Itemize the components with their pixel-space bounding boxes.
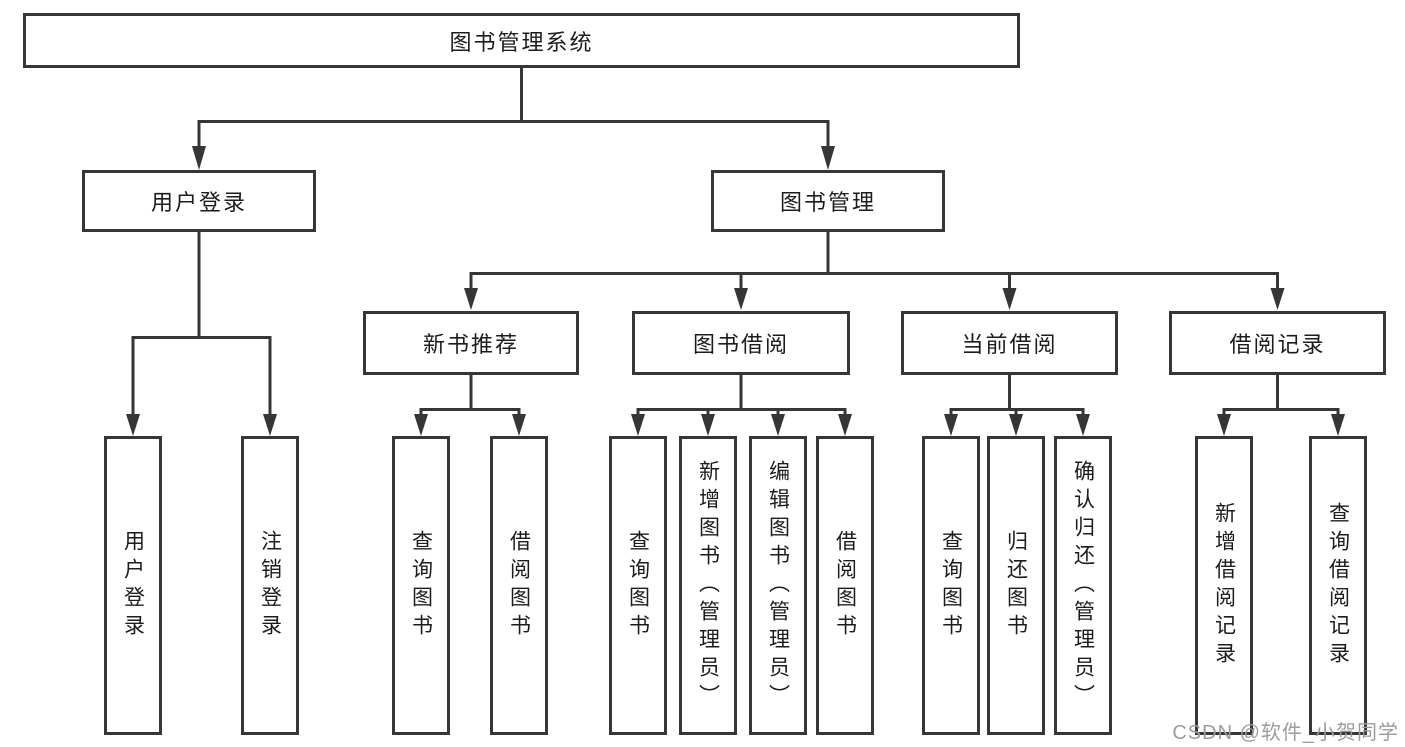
leaf-query-books-recommend: 查询图书 bbox=[392, 436, 450, 735]
node-label: 借阅图书 bbox=[833, 529, 857, 642]
leaf-return-book: 归还图书 bbox=[987, 436, 1045, 735]
node-book-borrowing: 图书借阅 bbox=[632, 311, 850, 375]
node-new-book-recommend: 新书推荐 bbox=[363, 311, 579, 375]
leaf-user-login: 用户登录 bbox=[104, 436, 162, 735]
leaf-edit-book-admin: 编辑图书（管理员） bbox=[749, 436, 807, 735]
node-label: 查询图书 bbox=[939, 529, 963, 642]
node-label: 借阅记录 bbox=[1229, 332, 1326, 357]
leaf-confirm-return-admin: 确认归还（管理员） bbox=[1054, 436, 1112, 735]
leaf-add-book-admin: 新增图书（管理员） bbox=[679, 436, 737, 735]
node-label: 当前借阅 bbox=[961, 332, 1058, 357]
node-label: 用户登录 bbox=[150, 190, 247, 215]
node-label: 查询图书 bbox=[626, 529, 650, 642]
node-label: 查询图书 bbox=[409, 529, 433, 642]
node-label: 图书管理 bbox=[779, 190, 876, 215]
node-label: 新增借阅记录 bbox=[1212, 501, 1236, 670]
node-label: 用户登录 bbox=[121, 529, 145, 642]
node-label: 借阅图书 bbox=[507, 529, 531, 642]
node-label: 新增图书（管理员） bbox=[696, 459, 720, 712]
node-label: 图书借阅 bbox=[692, 332, 789, 357]
node-label: 图书管理系统 bbox=[449, 29, 594, 55]
node-label: 归还图书 bbox=[1004, 529, 1028, 642]
leaf-logout: 注销登录 bbox=[241, 436, 299, 735]
watermark: CSDN @软件_小贺同学 bbox=[1172, 722, 1399, 744]
node-label: 编辑图书（管理员） bbox=[766, 459, 790, 712]
node-borrowing-records: 借阅记录 bbox=[1169, 311, 1386, 375]
node-label: 查询借阅记录 bbox=[1326, 501, 1350, 670]
node-label: 注销登录 bbox=[258, 529, 282, 642]
leaf-query-books-borrow: 查询图书 bbox=[609, 436, 667, 735]
node-library-system: 图书管理系统 bbox=[23, 13, 1020, 68]
leaf-query-borrow-record: 查询借阅记录 bbox=[1309, 436, 1367, 735]
leaf-borrow-books-recommend: 借阅图书 bbox=[490, 436, 548, 735]
node-label: 新书推荐 bbox=[422, 332, 519, 357]
node-book-management: 图书管理 bbox=[711, 170, 945, 232]
node-user-login-branch: 用户登录 bbox=[82, 170, 316, 232]
node-current-borrowing: 当前借阅 bbox=[901, 311, 1118, 375]
leaf-borrow-books: 借阅图书 bbox=[816, 436, 874, 735]
leaf-add-borrow-record: 新增借阅记录 bbox=[1195, 436, 1253, 735]
node-label: 确认归还（管理员） bbox=[1071, 459, 1095, 712]
leaf-query-books-current: 查询图书 bbox=[922, 436, 980, 735]
